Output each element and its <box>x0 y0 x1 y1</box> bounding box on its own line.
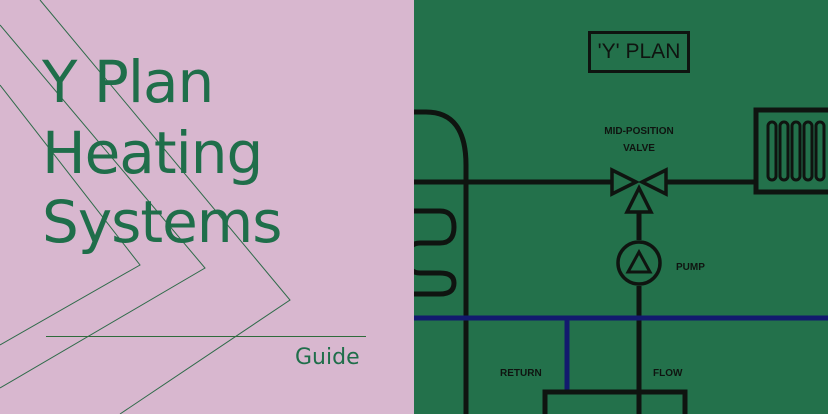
pump-circle <box>616 240 662 286</box>
pump-label: PUMP <box>676 262 705 273</box>
decorative-lines <box>0 0 291 414</box>
valve-left-triangle <box>610 167 640 197</box>
return-label: RETURN <box>500 368 542 379</box>
cylinder <box>414 109 469 414</box>
title-panel: Y Plan Heating Systems Guide <box>0 0 414 414</box>
diagram-heading: 'Y' PLAN <box>588 31 690 73</box>
cylinder-coil <box>414 208 457 297</box>
radiator-fins <box>766 120 826 182</box>
valve-label-line-2: VALVE <box>623 143 655 154</box>
valve-label: MID-POSITION VALVE <box>586 126 692 154</box>
valve-right-triangle <box>638 167 668 197</box>
diagram-panel: 'Y' PLAN MID-POSITION VALVE PUMP RETURN … <box>414 0 828 414</box>
valve-label-line-1: MID-POSITION <box>604 126 674 137</box>
y-plan-diagram <box>414 107 828 414</box>
title-line-3: Systems <box>42 188 282 256</box>
pump-arrow <box>625 248 653 274</box>
valve-bottom-triangle <box>624 184 654 214</box>
title-line-1: Y Plan <box>42 48 214 116</box>
guide-divider <box>46 336 366 337</box>
radiator <box>753 107 828 195</box>
title-line-2: Heating <box>42 119 263 187</box>
flow-label: FLOW <box>653 368 683 379</box>
boiler <box>542 389 688 414</box>
guide-label: Guide <box>295 345 360 370</box>
